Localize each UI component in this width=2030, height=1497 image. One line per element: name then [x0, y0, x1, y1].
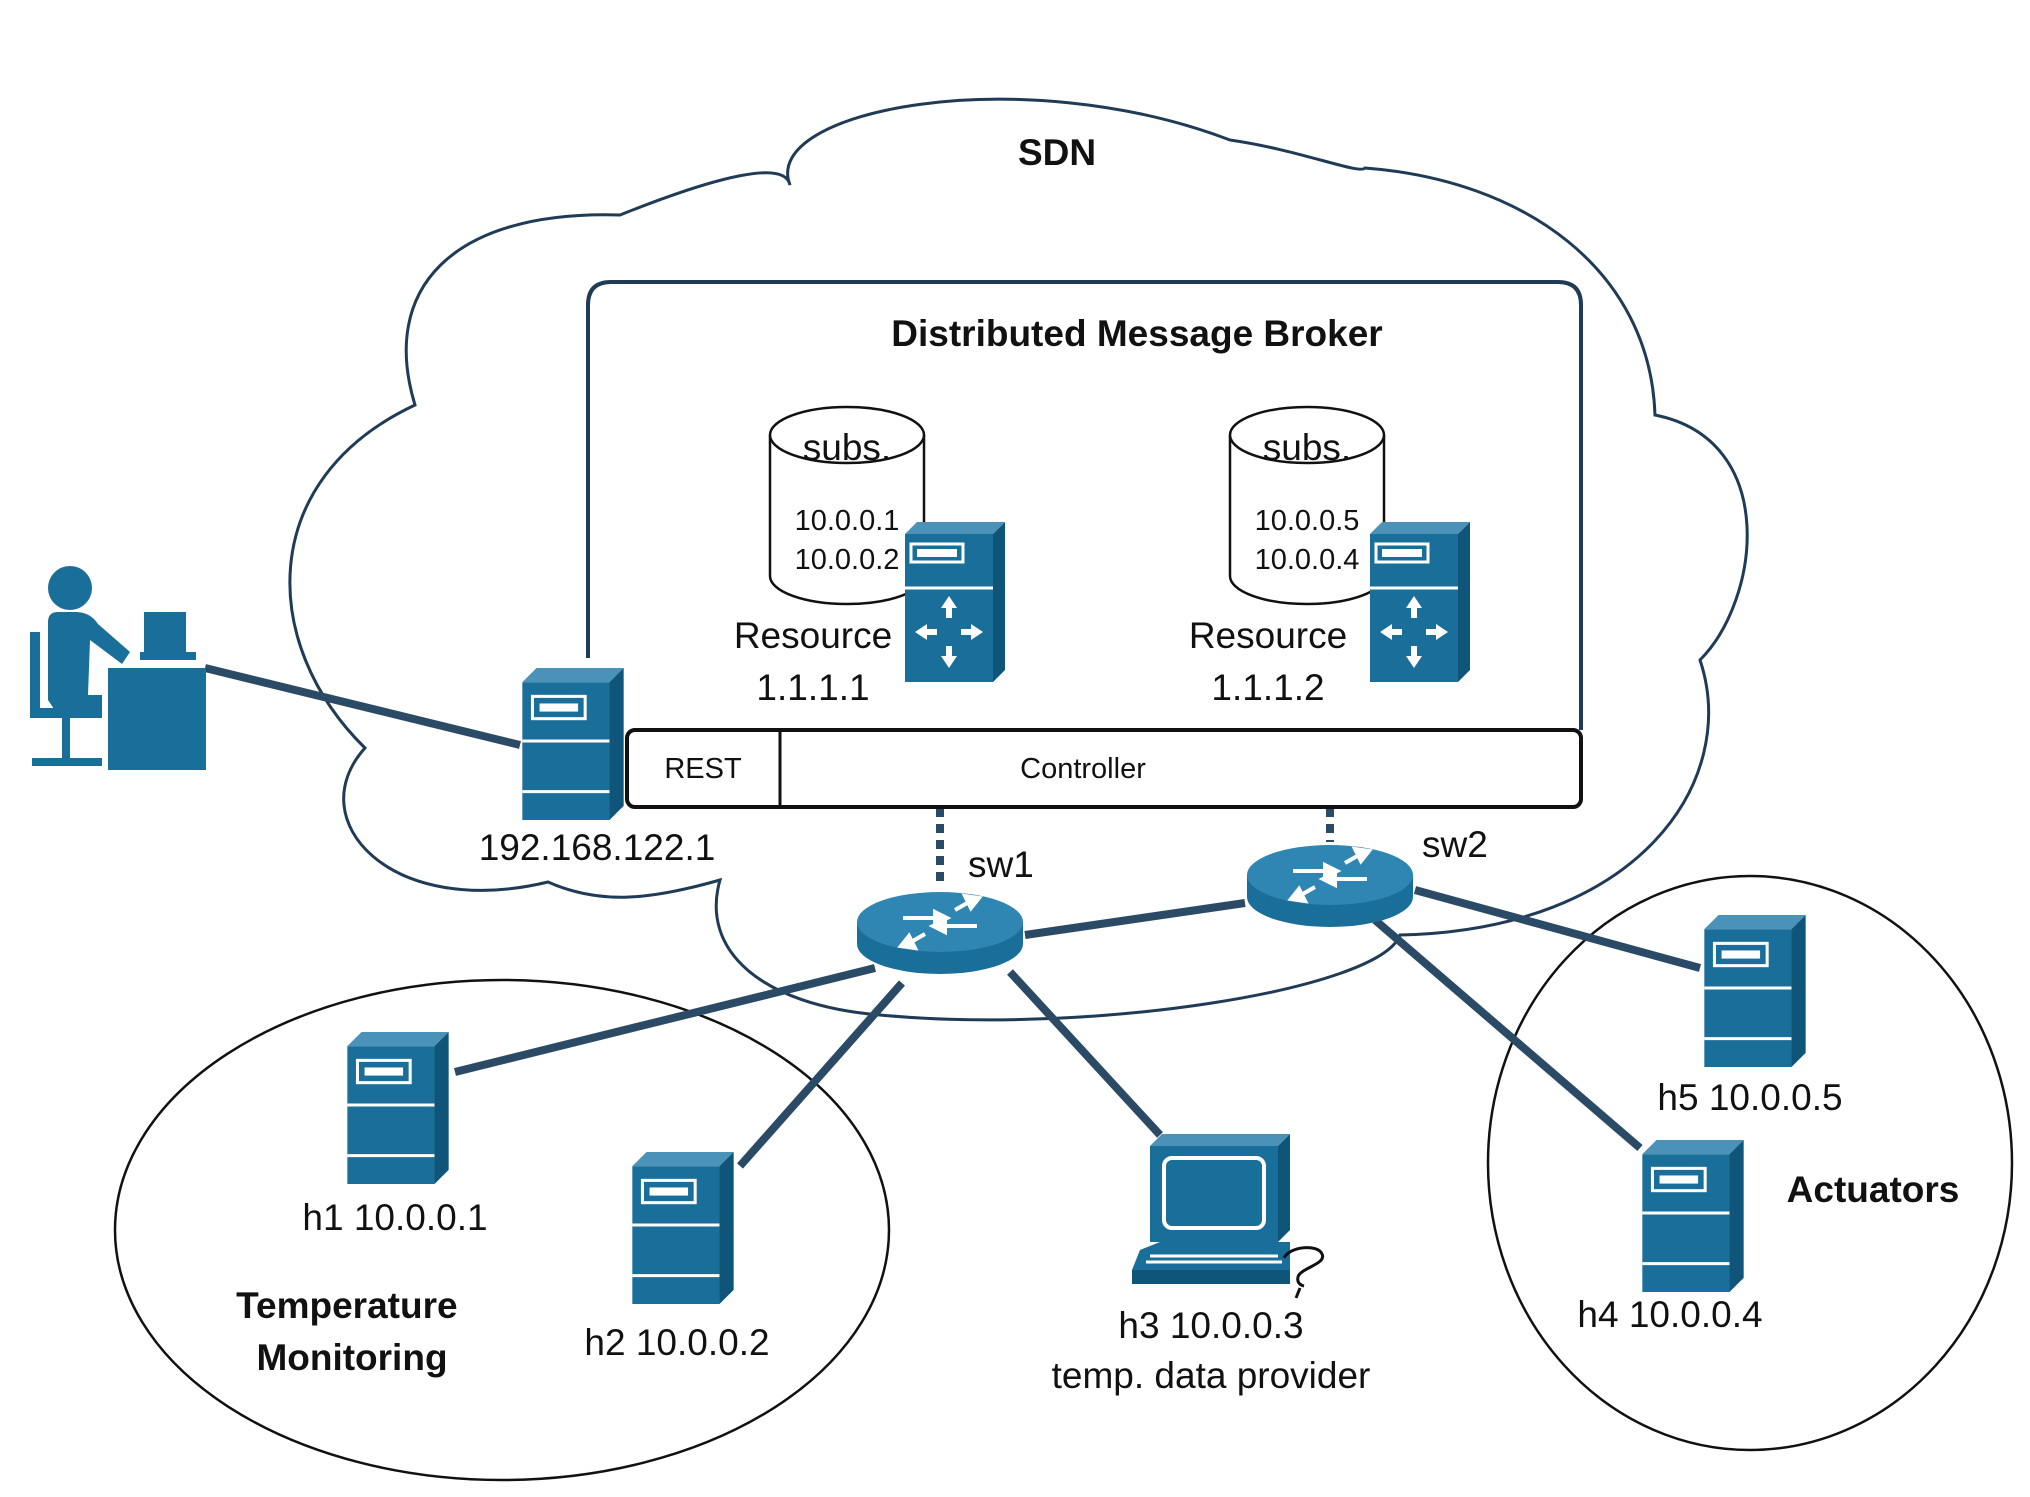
broker-label: Distributed Message Broker [891, 313, 1382, 354]
gateway-address: 192.168.122.1 [479, 827, 716, 868]
temperature-monitoring-group [113, 978, 891, 1482]
switch-sw2: sw2 [1245, 824, 1488, 929]
actuators-label: Actuators [1787, 1169, 1960, 1210]
switch-sw1: sw1 [855, 844, 1034, 976]
subscriptions-database-2: subs. 10.0.0.5 10.0.0.4 [1228, 405, 1386, 606]
host-label: h1 10.0.0.1 [302, 1197, 487, 1238]
host-label: h3 10.0.0.3 [1118, 1305, 1303, 1346]
host-label: h5 10.0.0.5 [1657, 1077, 1842, 1118]
host-sublabel: temp. data provider [1052, 1355, 1371, 1396]
host-h5: h5 10.0.0.5 [1657, 915, 1843, 1118]
db-entry: 10.0.0.5 [1255, 505, 1360, 537]
server-icon [630, 1152, 736, 1304]
user-at-desk-icon [30, 566, 206, 770]
router-server-icon [905, 522, 1005, 682]
server-icon [1640, 1140, 1746, 1292]
host-label: h2 10.0.0.2 [584, 1322, 769, 1363]
sdn-label: SDN [1018, 132, 1096, 173]
resource-label: Resource [1189, 615, 1347, 656]
db-entry: 10.0.0.2 [795, 544, 900, 576]
resource-label: Resource [734, 615, 892, 656]
resource-address: 1.1.1.2 [1211, 667, 1324, 708]
db-entry: 10.0.0.1 [795, 505, 900, 537]
server-icon [345, 1032, 451, 1184]
host-h1: h1 10.0.0.1 [302, 1032, 488, 1238]
router-server-icon [1370, 522, 1470, 682]
server-icon [520, 668, 626, 820]
db-entry: 10.0.0.4 [1255, 544, 1360, 576]
resource-2: subs. 10.0.0.5 10.0.0.4 Resource 1.1.1.2 [1189, 405, 1470, 708]
switch-icon [1245, 843, 1415, 929]
switch-label: sw2 [1422, 824, 1488, 865]
rest-label: REST [664, 753, 742, 785]
host-h3: h3 10.0.0.3 temp. data provider [1052, 1134, 1371, 1396]
controller-links [936, 808, 1334, 885]
host-h4: h4 10.0.0.4 [1577, 1140, 1763, 1335]
host-label: h4 10.0.0.4 [1577, 1294, 1762, 1335]
resource-address: 1.1.1.1 [756, 667, 869, 708]
switch-icon [855, 890, 1025, 976]
actuators-group [1486, 874, 2014, 1452]
resource-1: subs. 10.0.0.1 10.0.0.2 Resource 1.1.1.1 [734, 405, 1005, 708]
workstation-icon [1132, 1134, 1325, 1299]
controller-label: Controller [1020, 753, 1146, 785]
network-links [204, 664, 1702, 1169]
controller-bar: REST Controller [625, 728, 1583, 809]
broker-box [586, 280, 1583, 730]
temperature-label-line: Temperature [236, 1285, 457, 1326]
temperature-monitoring-label: Temperature Monitoring [236, 1285, 468, 1378]
server-icon [1702, 915, 1808, 1067]
switch-label: sw1 [968, 844, 1034, 885]
subscriptions-database-1: subs. 10.0.0.1 10.0.0.2 [768, 405, 926, 606]
db-label: subs. [803, 427, 891, 468]
gateway-server: 192.168.122.1 [479, 668, 716, 868]
db-label: subs. [1263, 427, 1351, 468]
temperature-label-line: Monitoring [256, 1337, 447, 1378]
host-h2: h2 10.0.0.2 [584, 1152, 770, 1363]
